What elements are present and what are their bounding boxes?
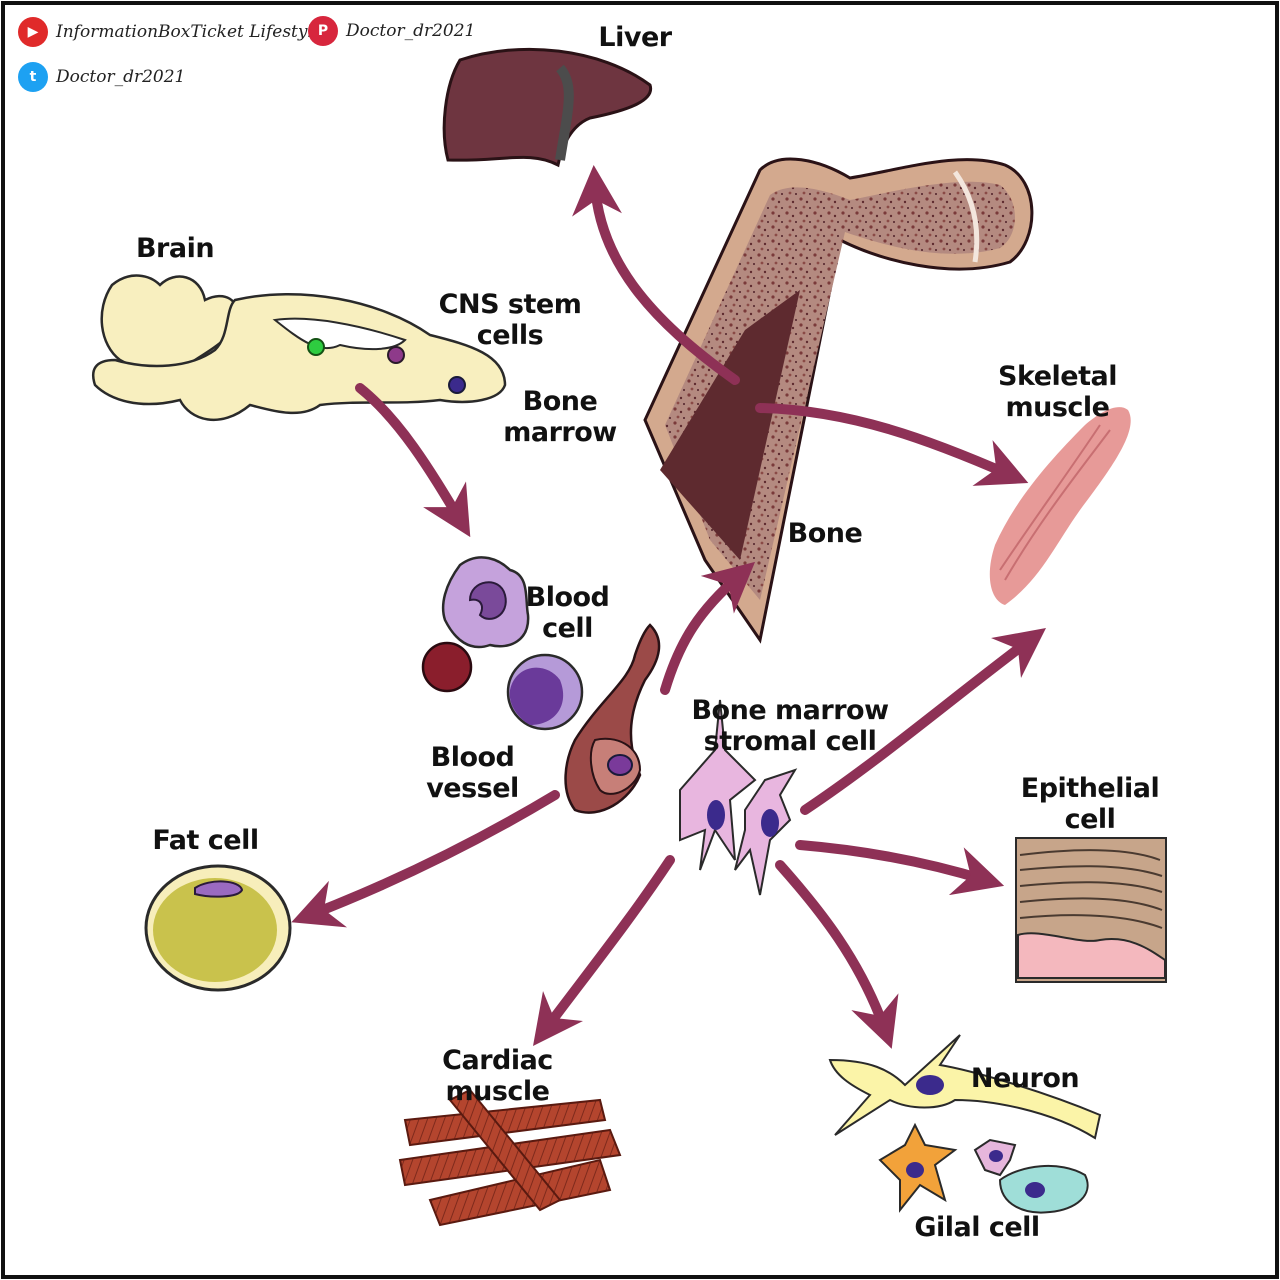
label-skeletal-muscle: Skeletal muscle [998,361,1117,423]
fat-cell-illustration [144,864,292,992]
arrow-to-muscle-lower [800,627,1046,815]
glial-cell-illustration [878,1122,1089,1214]
blood-cell-illustration [421,556,584,731]
epithelial-tissue-illustration [1015,837,1167,983]
label-bone-marrow-stromal-cell: Bone marrow stromal cell [691,695,889,757]
label-bone-marrow: Bone marrow [503,386,617,448]
label-brain: Brain [135,233,215,264]
label-blood-cell: Blood cell [525,582,610,644]
bone-illustration [643,157,1034,644]
differentiation-arrows [291,165,1046,1049]
pinterest-handle: Doctor_dr2021 [346,21,476,41]
twitter-credit[interactable]: t Doctor_dr2021 [18,62,185,92]
liver-illustration [442,47,653,168]
brain-illustration [91,274,507,422]
blood-vessel-illustration [564,623,661,814]
purple-stem-cell [387,346,405,364]
twitter-handle: Doctor_dr2021 [56,67,186,87]
label-cns-stem-cells: CNS stem cells [438,289,582,351]
label-bone: Bone [787,518,863,549]
arrow-to-skeletal-muscle [755,403,1029,486]
twitter-icon: t [18,62,48,92]
skeletal-muscle-illustration [989,407,1131,605]
label-neuron: Neuron [970,1063,1080,1094]
pinterest-icon: P [308,16,338,46]
green-stem-cell [307,338,325,356]
youtube-handle: InformationBoxTicket Lifestyles [56,22,332,42]
youtube-icon: ▶ [18,17,48,47]
arrow-to-epithelial [795,840,1005,896]
arrow-to-liver [572,165,740,385]
blue-stem-cell [448,376,466,394]
label-blood-vessel: Blood vessel [426,742,519,804]
arrow-to-neuron [775,860,899,1049]
arrow-to-cardiac [532,855,675,1046]
neuron-illustration [828,1034,1102,1140]
label-epithelial-cell: Epithelial cell [1020,773,1160,835]
stromal-cell-illustration [679,699,798,896]
arrow-brain-to-blood [355,383,471,538]
label-fat-cell: Fat cell [152,825,259,856]
label-cardiac-muscle: Cardiac muscle [442,1045,553,1107]
label-glial-cell: Gilal cell [914,1212,1040,1243]
arrow-to-fat-cell [291,790,560,928]
arrow-to-bone [660,561,756,695]
pinterest-credit[interactable]: P Doctor_dr2021 [308,16,475,46]
label-liver: Liver [598,22,672,53]
youtube-credit[interactable]: ▶ InformationBoxTicket Lifestyles [18,17,332,47]
cardiac-muscle-illustration [398,1088,622,1227]
